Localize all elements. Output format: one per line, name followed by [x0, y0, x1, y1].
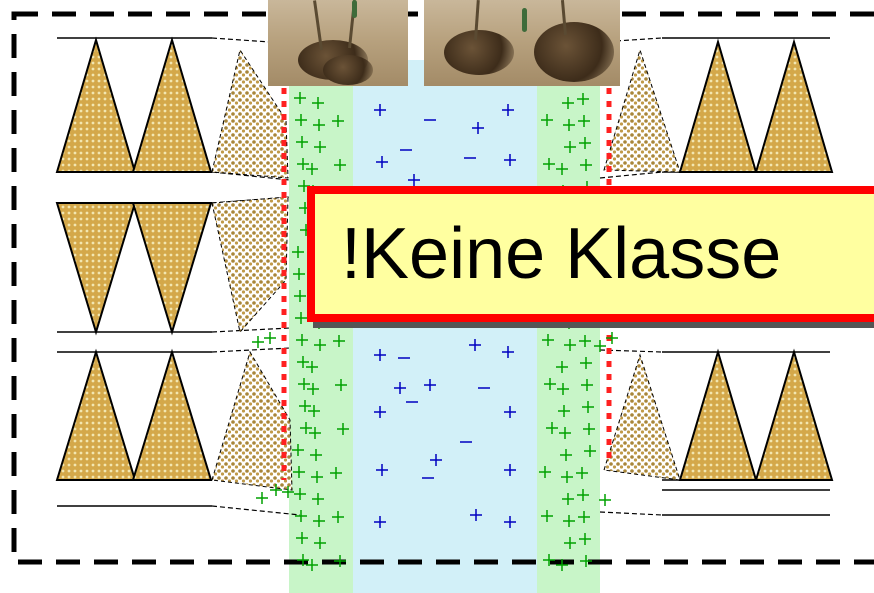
- triangle-up-icon: [678, 348, 758, 481]
- root-photo-left: [268, 0, 408, 86]
- triangle-up-icon: [678, 38, 758, 173]
- root-photo-right: [424, 0, 620, 86]
- right-clusters: [603, 48, 681, 481]
- triangle-up-icon: [754, 38, 834, 173]
- triangle-down-icon: [131, 202, 213, 336]
- triangle-up-icon: [55, 348, 137, 481]
- green-band-left: [289, 60, 353, 593]
- banner-text: !Keine Klasse: [341, 214, 782, 294]
- triangle-up-icon: [131, 348, 213, 481]
- triangle-down-icon: [55, 202, 137, 336]
- triangle-up-icon: [55, 36, 137, 173]
- triangle-up-icon: [754, 348, 834, 481]
- right-cones: [678, 38, 834, 481]
- warning-banner: !Keine Klasse: [307, 186, 874, 322]
- left-clusters: [211, 48, 293, 491]
- left-cones: [55, 36, 213, 481]
- triangle-up-icon: [131, 36, 213, 173]
- blue-band: [353, 60, 537, 593]
